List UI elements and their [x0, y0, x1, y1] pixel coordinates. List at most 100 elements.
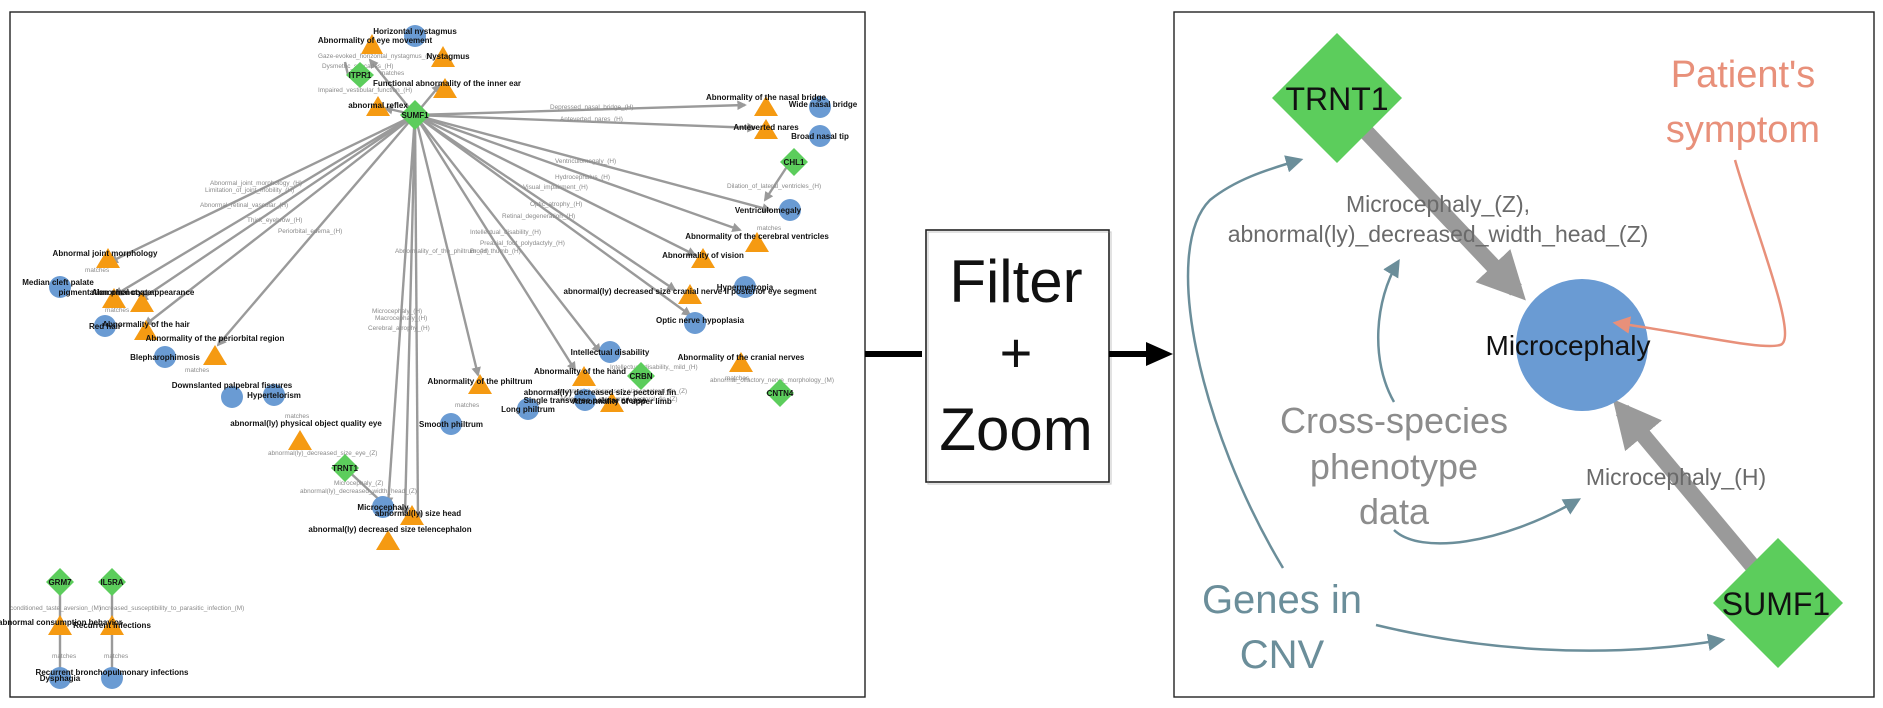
- phenotype-group-node[interactable]: [288, 430, 312, 450]
- gene-node[interactable]: [627, 362, 655, 390]
- phenotype-node[interactable]: [517, 398, 539, 420]
- edge-label: Abnormal_retinal_vascular_(H): [200, 202, 288, 209]
- phenotype-node[interactable]: [154, 346, 176, 368]
- gene-node[interactable]: [346, 62, 374, 88]
- annotation-patient: Patient's: [1671, 54, 1816, 96]
- phenotype-triangles: [48, 34, 778, 635]
- phenotype-node[interactable]: [372, 496, 394, 518]
- phenotype-node[interactable]: [734, 276, 756, 298]
- edge-label: matches: [105, 307, 129, 314]
- phenotype-group-node[interactable]: [745, 232, 769, 252]
- phenotype-node[interactable]: [809, 96, 831, 118]
- arrow-cross-bottom: [1393, 498, 1582, 545]
- phenotype-node[interactable]: [101, 667, 123, 689]
- phenotype-group-node[interactable]: [754, 96, 778, 116]
- edge-label: Dilation_of_lateral_ventricles_(H): [727, 183, 821, 190]
- phenotype-group-node[interactable]: [729, 352, 753, 372]
- phenotype-group-node[interactable]: [48, 615, 72, 635]
- phenotype-node[interactable]: [404, 25, 426, 47]
- phenotype-node-microcephaly[interactable]: [1516, 279, 1648, 411]
- phenotype-label: abnormal(ly) physical object quality eye: [230, 419, 382, 428]
- edge-label: abnormal(ly)_malformed_pectoral_fin_(Z): [560, 396, 678, 403]
- phenotype-label: abnormal(ly) decreased size cranial nerv…: [564, 287, 817, 296]
- phenotype-node[interactable]: [779, 199, 801, 221]
- phenotype-group-node[interactable]: [754, 119, 778, 139]
- phenotype-label: Abnormality of vision: [662, 251, 744, 260]
- phenotype-node[interactable]: [94, 315, 116, 337]
- phenotype-label: abnormal(ly) decreased size pectoral fin: [524, 388, 677, 397]
- phenotype-node[interactable]: [599, 341, 621, 363]
- phenotype-node[interactable]: [684, 312, 706, 334]
- phenotype-label: abnormal consumption behavior: [0, 618, 122, 627]
- gene-label: IL5RA: [100, 578, 123, 587]
- phenotype-group-node[interactable]: [431, 46, 455, 67]
- phenotype-label: abnormal(ly) size head: [375, 509, 461, 518]
- edge-label: matches: [185, 367, 209, 374]
- phenotype-group-node[interactable]: [400, 505, 424, 525]
- gene-label: GRM7: [48, 578, 72, 587]
- edge: [108, 113, 416, 264]
- phenotype-label: Microcephaly: [357, 503, 409, 512]
- phenotype-group-node[interactable]: [130, 292, 154, 312]
- edge: [368, 58, 416, 116]
- phenotype-group-node[interactable]: [572, 366, 596, 386]
- gene-labels: ITPR1 SUMF1 CHL1 CRBN CNTN4 TRNT1 GRM7 I…: [48, 71, 805, 587]
- gene-node[interactable]: [331, 454, 359, 482]
- phenotype-label: Wide nasal bridge: [789, 100, 858, 109]
- phenotype-node[interactable]: [440, 413, 462, 435]
- phenotype-group-node[interactable]: [96, 248, 120, 268]
- edge-label: Intellectual_disability,_mild_(H): [610, 364, 698, 371]
- annotation-cross-species-3: data: [1359, 491, 1430, 532]
- phenotype-group-node[interactable]: [433, 78, 457, 98]
- gene-node-trnt1[interactable]: [1272, 33, 1402, 163]
- edge-label: matches: [85, 267, 109, 274]
- edge-label: matches: [285, 413, 309, 420]
- phenotype-label: Red hair: [89, 322, 121, 331]
- edge-label: Microcephaly_(Z): [334, 480, 383, 487]
- edge-label: abnormal_olfactory_nerve_morphology_(M): [710, 377, 834, 384]
- phenotype-node[interactable]: [49, 276, 71, 298]
- edge: [414, 113, 742, 232]
- phenotype-group-node[interactable]: [134, 320, 158, 340]
- gene-label: CRBN: [629, 372, 652, 381]
- edge-trnt1-microcephaly: [1349, 114, 1526, 301]
- phenotype-node[interactable]: [574, 389, 596, 411]
- edge-label: Cerebral_atrophy_(H): [368, 325, 430, 332]
- annotation-genes-in-cnv-2: CNV: [1240, 633, 1325, 677]
- phenotype-node[interactable]: [809, 125, 831, 147]
- edge-label: matches: [455, 402, 479, 409]
- edge-label: Abnormal_joint_morphology_(H): [210, 180, 302, 187]
- phenotype-group-node[interactable]: [600, 392, 624, 412]
- edge-label: abnormal(ly)_decreased_size_eye_(Z): [268, 450, 377, 457]
- gene-node[interactable]: [766, 379, 794, 407]
- phenotype-label: Abnormality of the hair: [102, 320, 190, 329]
- gene-label: CNTN4: [767, 389, 794, 398]
- edge: [414, 114, 677, 292]
- network-edges: [58, 58, 792, 668]
- phenotype-node[interactable]: [49, 667, 71, 689]
- phenotype-group-node[interactable]: [100, 615, 124, 635]
- phenotype-group-node[interactable]: [361, 34, 383, 54]
- phenotype-group-node[interactable]: [203, 345, 227, 365]
- gene-node[interactable]: [780, 148, 808, 176]
- phenotype-group-node[interactable]: [468, 374, 492, 394]
- edge: [414, 113, 772, 213]
- edge-label: matches: [52, 653, 76, 660]
- gene-label: SUMF1: [401, 111, 429, 120]
- gene-node[interactable]: [98, 568, 126, 596]
- phenotype-node[interactable]: [221, 386, 243, 408]
- gene-node-sumf1[interactable]: [1713, 538, 1843, 668]
- phenotype-group-node[interactable]: [102, 288, 126, 308]
- phenotype-node[interactable]: [263, 384, 285, 406]
- phenotype-labels: Horizontal nystagmus Abnormality of eye …: [0, 27, 858, 683]
- edge-label: Anteverted_nares_(H): [560, 116, 623, 123]
- phenotype-group-node[interactable]: [376, 530, 400, 550]
- gene-label-trnt1: TRNT1: [1285, 81, 1388, 117]
- gene-node[interactable]: [46, 568, 74, 596]
- edge-label: Macrocephaly_(H): [375, 315, 427, 322]
- phenotype-group-node[interactable]: [691, 248, 715, 268]
- gene-node[interactable]: [400, 100, 430, 130]
- phenotype-group-node[interactable]: [366, 96, 390, 116]
- phenotype-label: abnormal reflex: [348, 101, 408, 110]
- phenotype-group-node[interactable]: [678, 284, 702, 304]
